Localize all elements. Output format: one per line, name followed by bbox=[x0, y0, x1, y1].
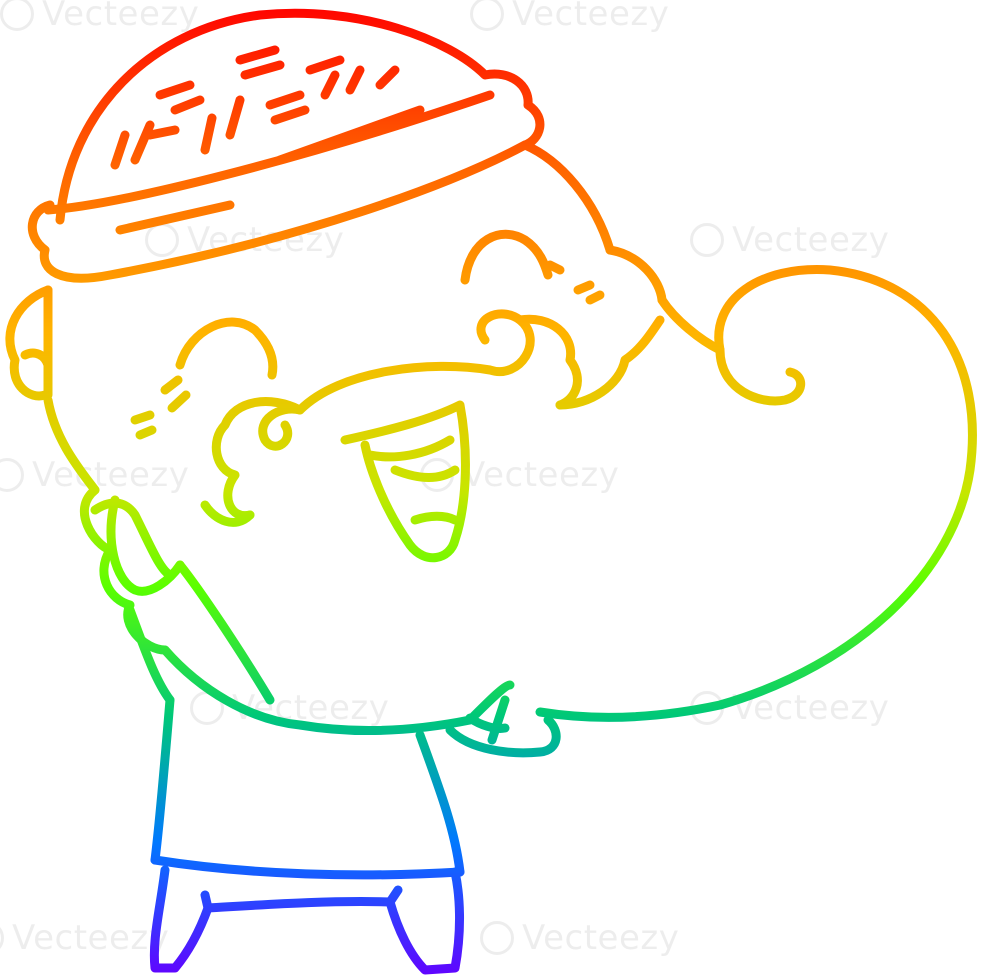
watermark-logo-icon bbox=[0, 0, 34, 31]
head bbox=[5, 140, 667, 495]
watermark: Vecteezy bbox=[190, 688, 389, 728]
watermark-logo-icon bbox=[690, 223, 724, 257]
legs bbox=[149, 865, 464, 975]
open-mouth bbox=[340, 400, 470, 563]
watermark: Vecteezy bbox=[0, 455, 189, 495]
watermark: Vecteezy bbox=[0, 918, 169, 958]
watermark: Vecteezy bbox=[0, 0, 199, 34]
watermark: Vecteezy bbox=[480, 918, 679, 958]
watermark: Vecteezy bbox=[690, 220, 889, 260]
watermark-logo-icon bbox=[480, 921, 514, 955]
watermark-logo-icon bbox=[0, 458, 24, 492]
watermark-logo-icon bbox=[470, 0, 504, 31]
raised-arm bbox=[106, 495, 275, 705]
watermark: Vecteezy bbox=[470, 0, 669, 34]
shirt bbox=[150, 695, 561, 880]
beanie-hat bbox=[27, 8, 545, 283]
beard bbox=[79, 265, 977, 735]
closed-eyes bbox=[130, 229, 605, 440]
